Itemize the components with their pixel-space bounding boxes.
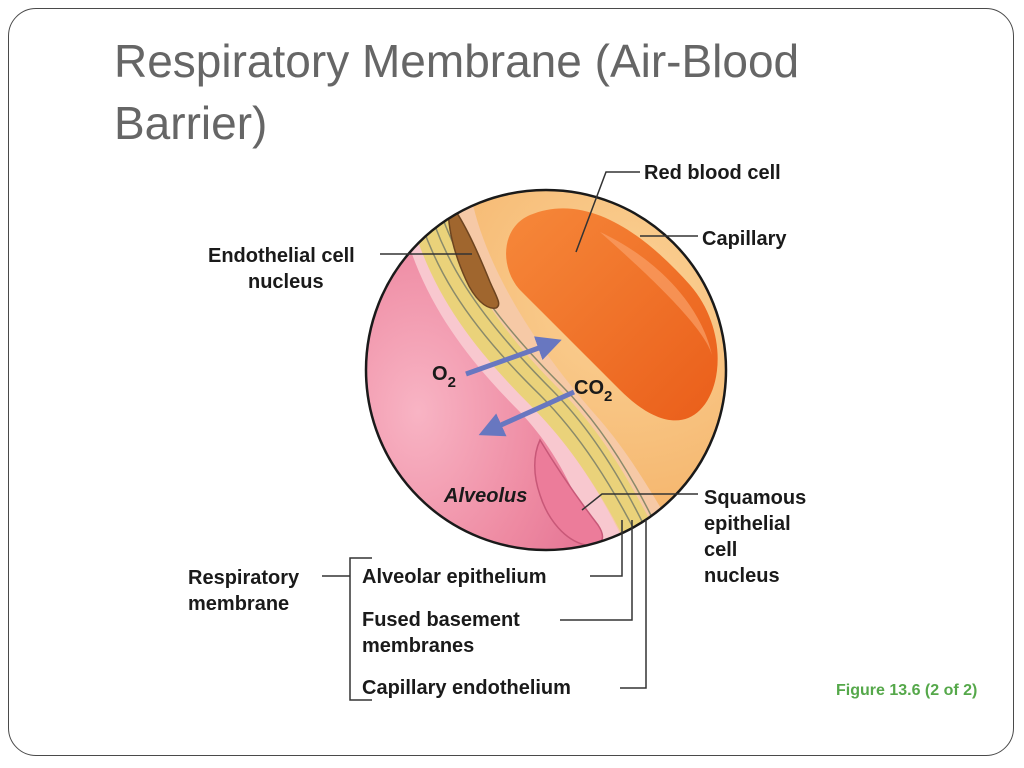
label-o2: O2 [432,363,456,391]
magnified-view [366,190,726,550]
label-squamous-line1: Squamous [704,487,806,509]
label-fused-line1: Fused basement [362,609,520,631]
label-fused-line2: membranes [362,635,474,657]
red-blood-cell-shape [506,208,718,421]
fused-basement-membranes [400,190,660,550]
label-red-blood-cell: Red blood cell [644,162,781,184]
alveolar-epithelium-band [366,190,628,550]
label-alveolus: Alveolus [443,485,527,507]
slide-title: Respiratory Membrane (Air-Blood Barrier) [114,35,800,149]
label-co2: CO2 [574,377,612,405]
label-squamous-line3: cell [704,539,737,561]
o2-arrow [465,336,562,377]
magnification-circle [364,188,728,552]
label-endothelial-line2: nucleus [248,271,324,293]
label-endothelial-line1: Endothelial cell [208,245,355,267]
co2-arrow [478,389,576,437]
label-squamous-line4: nucleus [704,565,780,587]
label-capillary: Capillary [702,228,787,250]
leader-lines [322,171,698,701]
label-respiratory-line2: membrane [188,593,289,615]
label-alveolar-epithelium: Alveolar epithelium [362,566,547,588]
label-capillary-endothelium: Capillary endothelium [362,677,571,699]
label-squamous-line2: epithelial [704,513,791,535]
label-respiratory-line1: Respiratory [188,567,300,589]
figure-caption: Figure 13.6 (2 of 2) [836,682,978,699]
